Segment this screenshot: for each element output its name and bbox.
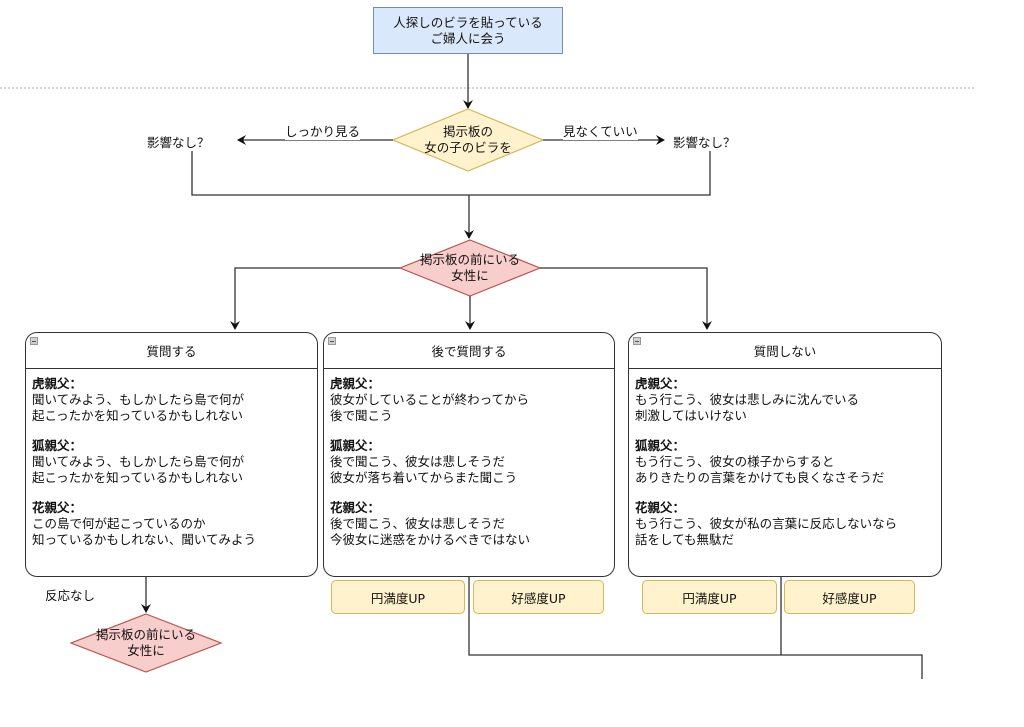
result-no-effect-left[interactable]: 影響なし？ [147, 132, 210, 151]
start-node[interactable]: 人探しのビラを貼っている ご婦人に会う [373, 7, 563, 54]
speaker-line: 刺激してはいけない [635, 408, 747, 423]
panel-title: 質問する [146, 344, 197, 359]
speaker-line: 聞いてみよう、もしかしたら島で何が [32, 454, 245, 469]
panel-ask-later[interactable]: 後で質問する 虎親父： 彼女がしていることが終わってから 後で聞こう 狐親父： … [323, 332, 615, 577]
speaker-line: この島で何が起こっているのか [32, 516, 206, 531]
speaker-line: 後で聞こう、彼女は悲しそうだ [330, 516, 506, 531]
result-no-effect-right[interactable]: 影響なし？ [673, 132, 736, 151]
panel-title: 後で質問する [431, 344, 507, 359]
speaker-block: 虎親父： 聞いてみよう、もしかしたら島で何が 起こったかを知っているかもしれない [32, 376, 311, 424]
speaker-name: 狐親父： [330, 438, 381, 453]
edge-merge [191, 151, 711, 196]
speaker-name: 虎親父： [32, 376, 83, 391]
collapse-icon[interactable] [633, 337, 641, 345]
edge-label-no-reaction: 反応なし [45, 585, 96, 604]
speaker-line: 知っているかもしれない、聞いてみよう [32, 532, 257, 547]
reward-harmony-up[interactable]: 円満度UP [642, 580, 777, 614]
speaker-name: 花親父： [635, 500, 686, 515]
speaker-line: 後で聞こう [330, 408, 393, 423]
speaker-block: 虎親父： もう行こう、彼女は悲しみに沈んでいる 刺激してはいけない [635, 376, 935, 424]
decision3-label: 掲示板の前にいる 女性に [95, 627, 197, 658]
edge-to-ask [230, 267, 400, 330]
speaker-line: 後で聞こう、彼女は悲しそうだ [330, 454, 506, 469]
speaker-name: 花親父： [32, 500, 83, 515]
speaker-name: 花親父： [330, 500, 381, 515]
reward-harmony-up[interactable]: 円満度UP [331, 580, 465, 614]
speaker-line: 起こったかを知っているかもしれない [32, 470, 244, 485]
speaker-block: 花親父： 後で聞こう、彼女は悲しそうだ 今彼女に迷惑をかけるべきではない [330, 500, 608, 548]
speaker-block: 狐親父： 後で聞こう、彼女は悲しそうだ 彼女が落ち着いてからまた聞こう [330, 438, 608, 486]
speaker-line: 聞いてみよう、もしかしたら島で何が [32, 392, 245, 407]
speaker-name: 虎親父： [635, 376, 686, 391]
speaker-name: 狐親父： [32, 438, 83, 453]
speaker-block: 狐親父： もう行こう、彼女の様子からすると ありきたりの言葉をかけても良くなさそ… [635, 438, 935, 486]
reward-affection-up[interactable]: 好感度UP [784, 580, 915, 614]
speaker-line: もう行こう、彼女の様子からすると [635, 454, 835, 469]
speaker-line: もう行こう、彼女は悲しみに沈んでいる [635, 392, 860, 407]
reward-affection-up[interactable]: 好感度UP [473, 580, 604, 614]
speaker-line: 彼女が落ち着いてからまた聞こう [330, 470, 518, 485]
speaker-name: 狐親父： [635, 438, 686, 453]
decision1-label: 掲示板の 女の子のビラを [424, 124, 512, 155]
speaker-block: 花親父： もう行こう、彼女が私の言葉に反応しないなら 話をしても無駄だ [635, 500, 935, 548]
speaker-line: もう行こう、彼女が私の言葉に反応しないなら [635, 516, 898, 531]
speaker-line: 今彼女に迷惑をかけるべきではない [330, 532, 531, 547]
collapse-icon[interactable] [30, 337, 38, 345]
speaker-line: ありきたりの言葉をかけても良くなさそうだ [635, 470, 885, 485]
decision1-shape[interactable] [391, 108, 545, 172]
decision2-label: 掲示板の前にいる 女性に [419, 252, 521, 283]
edge-to-dont-ask [540, 267, 712, 330]
speaker-block: 狐親父： 聞いてみよう、もしかしたら島で何が 起こったかを知っているかもしれない [32, 438, 311, 486]
edge-label-look-carefully: しっかり見る [285, 121, 361, 140]
collapse-icon[interactable] [328, 337, 336, 345]
speaker-block: 花親父： この島で何が起こっているのか 知っているかもしれない、聞いてみよう [32, 500, 311, 548]
speaker-line: 彼女がしていることが終わってから [330, 392, 530, 407]
panel-ask[interactable]: 質問する 虎親父： 聞いてみよう、もしかしたら島で何が 起こったかを知っているか… [25, 332, 318, 577]
panel-title: 質問しない [753, 344, 817, 359]
speaker-line: 起こったかを知っているかもしれない [32, 408, 244, 423]
decision3-shape[interactable] [69, 613, 223, 673]
panel-dont-ask[interactable]: 質問しない 虎親父： もう行こう、彼女は悲しみに沈んでいる 刺激してはいけない … [628, 332, 942, 577]
edge-ask-later-out [468, 577, 923, 679]
speaker-block: 虎親父： 彼女がしていることが終わってから 後で聞こう [330, 376, 608, 424]
edge-label-dont-look: 見なくていい [563, 121, 638, 140]
speaker-name: 虎親父： [330, 376, 381, 391]
speaker-line: 話をしても無駄だ [635, 532, 735, 547]
